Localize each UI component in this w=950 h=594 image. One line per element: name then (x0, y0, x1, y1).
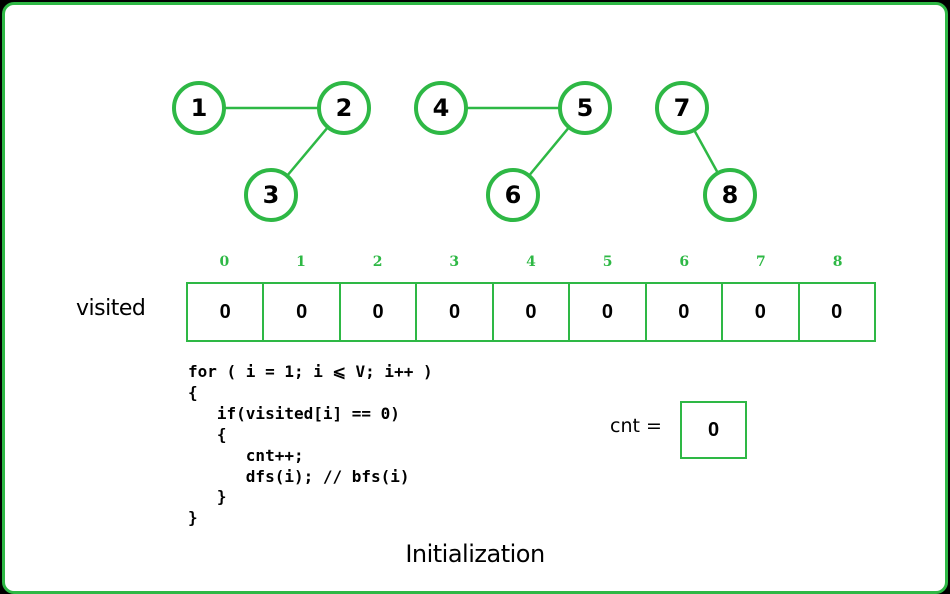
code-line: for ( i = 1; i ⩽ V; i++ ) (188, 362, 433, 381)
node-label: 6 (505, 181, 522, 209)
code-line: } (188, 487, 227, 507)
visited-cell: 0 (262, 284, 338, 340)
index-label: 2 (372, 254, 383, 270)
visited-cell: 0 (491, 284, 568, 340)
graph-node: 8 (703, 168, 757, 222)
visited-cell: 0 (338, 284, 415, 340)
node-circle (655, 81, 709, 135)
graph-node: 1 (172, 81, 226, 135)
graph-nodes: 1 2 3 4 5 6 7 8 (172, 81, 757, 222)
graph-node: 3 (244, 168, 298, 222)
index-label: 3 (449, 254, 460, 270)
node-label: 2 (336, 94, 353, 122)
node-circle (172, 81, 226, 135)
visited-label: visited (76, 296, 146, 321)
graph-node: 2 (317, 81, 371, 135)
code-line: dfs(i); // bfs(i) (188, 466, 410, 486)
graph-node: 5 (558, 81, 612, 135)
node-circle (558, 81, 612, 135)
graph-node: 6 (486, 168, 540, 222)
visited-array: 0 0 0 0 0 0 0 0 0 (186, 282, 876, 342)
index-label: 5 (602, 254, 613, 270)
node-label: 3 (263, 181, 280, 209)
index-label: 6 (679, 254, 690, 270)
index-label: 4 (526, 254, 536, 270)
visited-cell: 0 (644, 284, 721, 340)
node-circle (414, 81, 468, 135)
code-line: } (188, 508, 198, 528)
node-circle (703, 168, 757, 222)
code-block: for ( i = 1; i ⩽ V; i++ ) { if(visited[i… (188, 362, 433, 529)
visited-cell: 0 (219, 300, 231, 323)
visited-cell: 0 (415, 284, 491, 340)
caption: Initialization (405, 540, 545, 568)
index-label: 0 (219, 254, 230, 270)
index-row: 0 1 2 3 4 5 6 7 8 (186, 254, 876, 274)
index-label: 8 (832, 254, 843, 270)
node-circle (317, 81, 371, 135)
cnt-label: cnt = (610, 415, 662, 437)
node-label: 5 (577, 94, 594, 122)
node-label: 8 (722, 181, 739, 209)
visited-cell: 0 (797, 284, 874, 340)
code-line: cnt++; (188, 445, 304, 465)
index-label: 7 (756, 254, 766, 270)
index-label: 1 (296, 254, 306, 270)
cnt-value-box: 0 (680, 401, 747, 459)
node-circle (486, 168, 540, 222)
node-label: 1 (191, 94, 208, 122)
code-line: if(visited[i] == 0) (188, 403, 400, 423)
graph-node: 7 (655, 81, 709, 135)
node-circle (244, 168, 298, 222)
node-label: 4 (433, 94, 450, 122)
visited-cell: 0 (568, 284, 644, 340)
code-line: { (188, 424, 227, 444)
node-label: 7 (674, 94, 691, 122)
graph-node: 4 (414, 81, 468, 135)
code-line: { (188, 382, 198, 402)
visited-cell: 0 (721, 284, 797, 340)
